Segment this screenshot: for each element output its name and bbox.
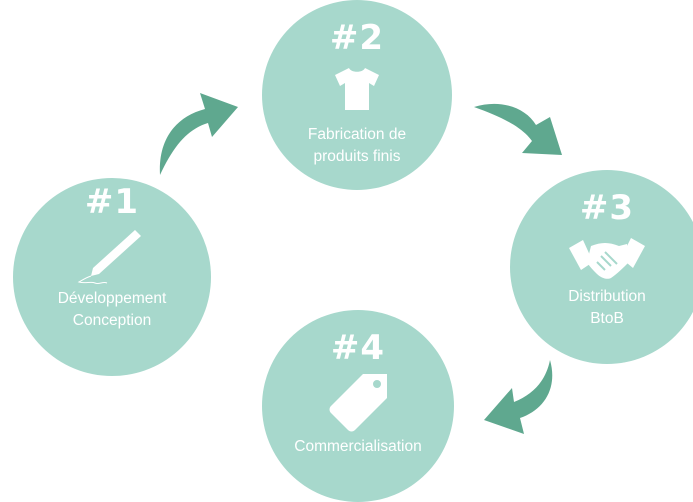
arrow-step1-to-step2: [159, 93, 238, 175]
tshirt-icon: [335, 68, 379, 110]
step-3-label-line-1: Distribution: [568, 288, 646, 305]
step-1-circle: #1 Développement Conception: [13, 178, 211, 376]
pencil-icon: [77, 230, 141, 285]
step-3-circle: #3 Distribution BtoB: [510, 170, 693, 364]
step-3-label: Distribution BtoB: [510, 286, 693, 330]
step-4-label: Commercialisation: [262, 436, 454, 458]
step-2-label-line-1: Fabrication de: [307, 126, 407, 143]
price-tag-icon: [329, 374, 387, 432]
handshake-icon: [569, 238, 645, 279]
step-4-circle: #4 Commercialisation: [262, 310, 454, 502]
step-1-label-line-1: Développement: [57, 290, 167, 307]
step-2-label: Fabrication de produits finis: [262, 124, 452, 168]
step-4-label-line-1: Commercialisation: [294, 438, 422, 455]
arrow-step3-to-step4: [484, 360, 553, 434]
step-2-number: #2: [329, 18, 385, 58]
step-3-number: #3: [579, 188, 635, 228]
step-1-label-line-2: Conception: [72, 312, 152, 329]
step-2-circle: #2 Fabrication de produits finis: [262, 0, 452, 190]
step-1-label: Développement Conception: [13, 288, 211, 332]
step-2-label-line-2: produits finis: [313, 148, 401, 165]
step-1-number: #1: [84, 182, 140, 222]
step-4-number: #4: [330, 328, 386, 368]
step-3-label-line-2: BtoB: [590, 310, 624, 327]
arrow-step2-to-step3: [474, 103, 562, 155]
